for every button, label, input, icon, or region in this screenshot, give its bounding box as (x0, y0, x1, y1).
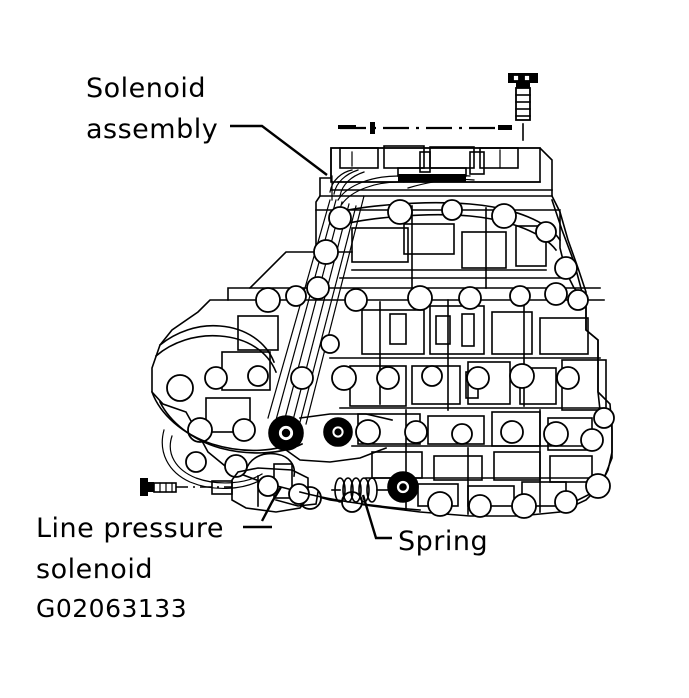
left-casting-protrusion (150, 324, 304, 489)
solenoid-plungers (268, 413, 419, 503)
line-pressure-solenoid-bolt (140, 478, 177, 496)
valve-body-plate-edges (227, 195, 605, 301)
valve-body-casting-outline (151, 147, 613, 517)
leader-solenoid-assembly (230, 124, 328, 176)
label-figure-id: G02063133 (36, 594, 188, 623)
label-solenoid-assembly: Solenoid assembly (86, 73, 219, 145)
bolt-alignment-dashline (338, 122, 512, 134)
solenoid-assembly-block (330, 145, 553, 191)
bottom-flange-holes (257, 475, 421, 511)
leader-spring (361, 494, 392, 540)
label-spring: Spring (398, 526, 489, 557)
label-line-pressure-solenoid: Line pressure solenoid (36, 513, 224, 585)
mounting-bolt-icon (508, 73, 538, 141)
valve-body-right-edge (550, 198, 613, 508)
valve-body-bolt-holes (166, 199, 615, 519)
leader-line-pressure-solenoid (260, 486, 283, 522)
coil-spring (331, 477, 389, 503)
valve-body-channels (205, 205, 607, 515)
